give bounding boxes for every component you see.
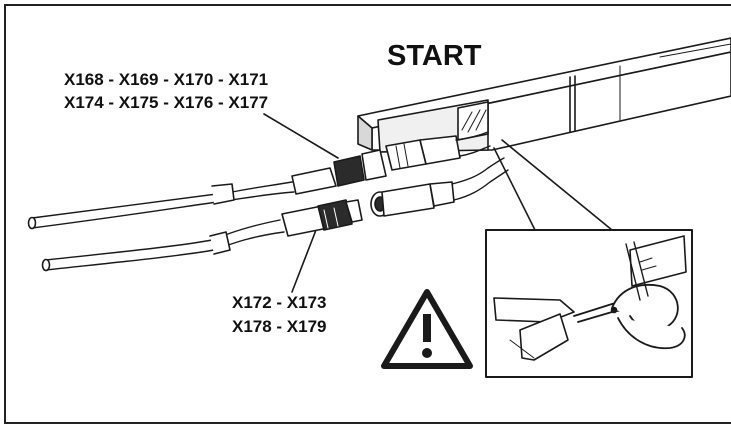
callout-line-left — [493, 147, 537, 233]
lower-connector-male — [317, 199, 363, 231]
connector-group-2-line-2: X178 - X179 — [232, 317, 327, 336]
lower-cable — [41, 205, 329, 272]
upper-connector — [333, 131, 491, 187]
connector-group-1-line-1: X168 - X169 - X170 - X171 — [64, 70, 269, 89]
connector-group-1-line-2: X174 - X175 - X176 - X177 — [64, 93, 269, 112]
cut-window — [457, 101, 489, 141]
connector-group-2-line-1: X172 - X173 — [232, 293, 327, 312]
start-label: START — [387, 40, 482, 72]
leader-line-group-2 — [291, 229, 317, 293]
warning-icon — [381, 289, 473, 369]
upper-cable — [27, 167, 337, 230]
scissors-icon — [573, 241, 686, 350]
lower-connector-female — [370, 157, 509, 217]
diagram-frame — [4, 4, 731, 424]
callout-line-right — [501, 139, 613, 231]
leader-line-group-1 — [263, 113, 339, 159]
